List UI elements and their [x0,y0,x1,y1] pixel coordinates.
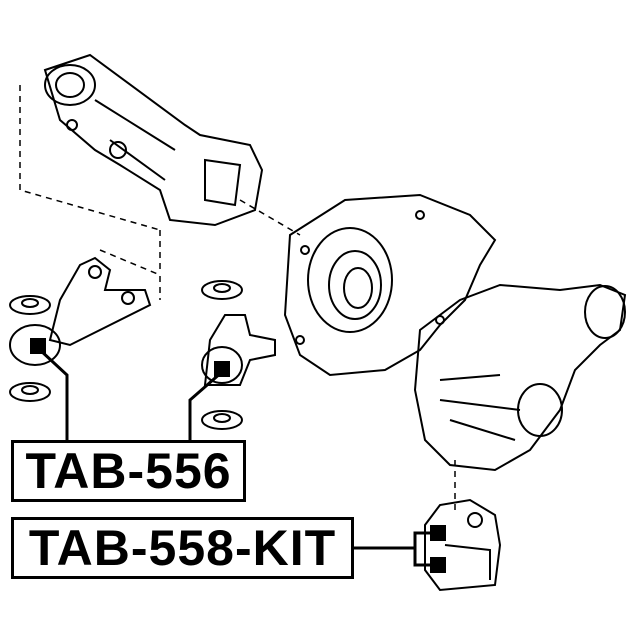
leader-lines [38,348,430,567]
left-mount-bracket [9,256,152,402]
part-number-label-tab-556: TAB-556 [11,440,246,502]
differential-cover [283,193,497,377]
dashed-guide-lines [19,85,456,510]
part-number-label-tab-558-kit: TAB-558-KIT [11,517,354,579]
axle-housing-tube [43,53,264,227]
part-markers [30,338,446,573]
center-mount-bracket [201,280,276,430]
rear-mount [424,498,502,592]
differential-housing [413,283,627,472]
